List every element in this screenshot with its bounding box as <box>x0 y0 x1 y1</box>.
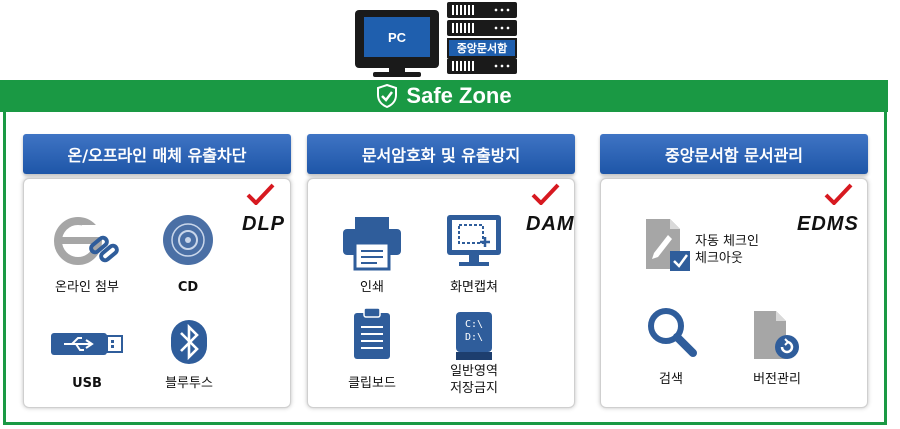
version-management-label: 버전관리 <box>753 372 801 387</box>
clipboard-label: 클립보드 <box>348 376 396 391</box>
bluetooth-icon <box>171 320 207 364</box>
server-label: 중앙문서함 <box>447 38 517 58</box>
edms-brand: EDMS <box>797 213 859 235</box>
general-area-label: 일반영역 저장금지 <box>440 363 508 397</box>
version-management-icon <box>754 311 799 359</box>
server-icon: 중앙문서함 <box>447 2 517 74</box>
search-label: 검색 <box>659 372 683 387</box>
bluetooth-label: 블루투스 <box>165 376 213 391</box>
svg-text:C:\: C:\ <box>465 319 483 330</box>
document-checkin-icon <box>646 219 690 271</box>
pc-label: PC <box>364 17 430 57</box>
checkout-line2: 체크아웃 <box>695 251 743 266</box>
local-drive-icon: C:\ D:\ <box>456 312 492 360</box>
screen-capture-icon <box>447 215 501 266</box>
auto-checkin-label: 자동 체크인 체크아웃 <box>695 233 761 267</box>
safe-zone-frame <box>3 112 887 425</box>
shield-check-icon <box>377 84 398 108</box>
online-attach-label: 온라인 첨부 <box>55 280 119 295</box>
dlp-column-title: 온/오프라인 매체 유출차단 <box>23 134 291 174</box>
pc-base <box>373 72 421 77</box>
clipboard-icon <box>354 307 390 359</box>
screen-capture-label: 화면캡쳐 <box>450 280 498 295</box>
general-area-line1: 일반영역 <box>450 364 498 379</box>
check-icon <box>246 183 275 205</box>
pc-icon: PC <box>355 10 439 68</box>
dlp-brand: DLP <box>242 213 285 235</box>
dam-brand: DAM <box>526 213 575 235</box>
safe-zone-title: Safe Zone <box>406 83 512 108</box>
dam-panel: DAM 인쇄 화면캡쳐 클립보드 C:\ D:\ 일반영역 저장금지 <box>307 178 575 408</box>
internet-explorer-attach-icon <box>54 217 119 265</box>
printer-icon <box>343 217 401 271</box>
check-icon <box>824 183 853 205</box>
usb-label: USB <box>72 376 102 391</box>
check-icon <box>531 183 560 205</box>
auto-checkin-line1: 자동 체크인 <box>695 234 759 249</box>
usb-icon <box>51 333 123 355</box>
edms-panel: EDMS 자동 체크인 체크아웃 검색 버전관리 <box>600 178 868 408</box>
dlp-panel: DLP 온라인 첨부 CD USB 블루투스 <box>23 178 291 408</box>
print-label: 인쇄 <box>360 280 384 295</box>
safe-zone-banner: Safe Zone <box>0 80 888 112</box>
save-block-line2: 저장금지 <box>450 381 498 396</box>
cd-icon <box>163 215 213 265</box>
dam-column-title: 문서암호화 및 유출방지 <box>307 134 575 174</box>
pc-stand <box>389 68 405 73</box>
search-icon <box>648 308 697 357</box>
edms-column-title: 중앙문서함 문서관리 <box>600 134 868 174</box>
cd-label: CD <box>177 280 199 295</box>
svg-text:D:\: D:\ <box>465 332 483 343</box>
